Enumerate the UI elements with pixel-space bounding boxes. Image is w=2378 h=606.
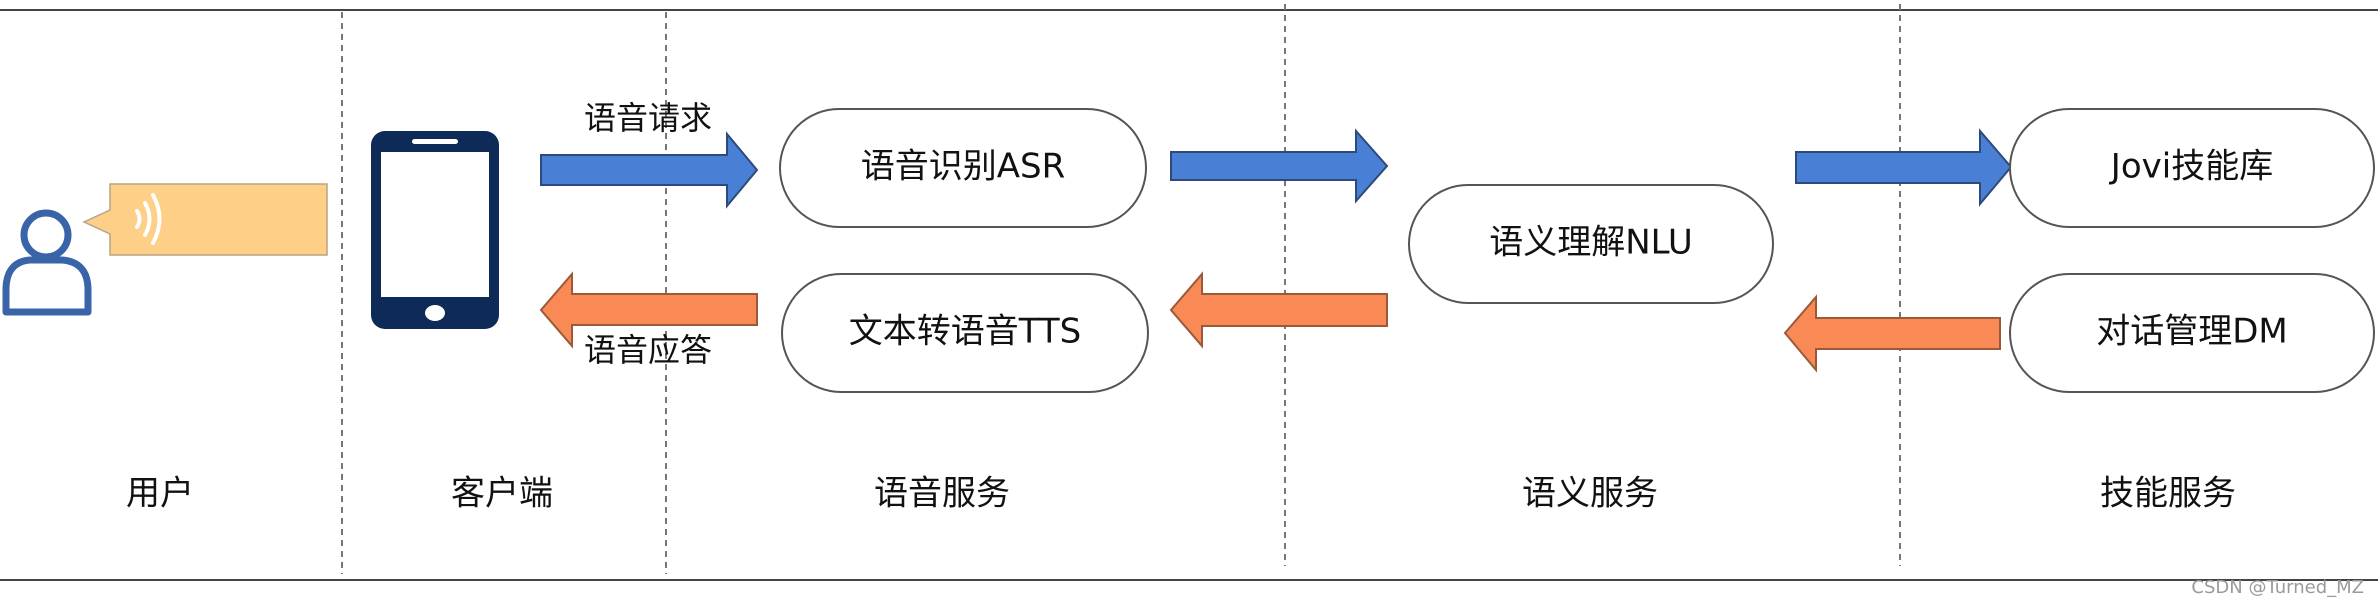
user-icon bbox=[2, 209, 92, 316]
jovi-box bbox=[2009, 108, 2375, 228]
nlu-box bbox=[1408, 184, 1774, 304]
request-label: 语音请求 bbox=[584, 99, 712, 137]
column-semantic-label: 语义服务 bbox=[1522, 474, 1658, 514]
arrow-tts-to-client bbox=[539, 271, 758, 349]
arrow-dm-to-nlu bbox=[1783, 294, 2001, 373]
phone-icon bbox=[371, 131, 499, 329]
jovi-label: Jovi技能库 bbox=[2109, 147, 2273, 187]
forward-arrows bbox=[540, 128, 2013, 209]
column-skill-label: 技能服务 bbox=[2100, 474, 2236, 514]
backward-arrows bbox=[539, 271, 2001, 373]
arrow-nlu-to-tts bbox=[1169, 271, 1388, 349]
column-speech-label: 语音服务 bbox=[874, 474, 1010, 514]
tts-box bbox=[781, 273, 1149, 393]
column-user-label: 用户 bbox=[126, 474, 194, 514]
dm-label: 对话管理DM bbox=[2096, 312, 2288, 352]
arrow-client-to-asr bbox=[540, 131, 759, 209]
response-label: 语音应答 bbox=[584, 331, 712, 369]
sound-wave-icon bbox=[135, 193, 162, 245]
tts-label: 文本转语音TTS bbox=[849, 312, 1082, 352]
asr-box bbox=[779, 108, 1147, 228]
arrow-nlu-to-jovi bbox=[1795, 128, 2013, 207]
dm-box bbox=[2009, 273, 2375, 393]
speech-bubble-icon bbox=[82, 183, 328, 256]
nlu-label: 语义理解NLU bbox=[1489, 223, 1693, 263]
arrow-asr-to-nlu bbox=[1170, 128, 1389, 204]
asr-label: 语音识别ASR bbox=[861, 147, 1065, 187]
watermark: CSDN @Turned_MZ bbox=[2191, 577, 2364, 598]
service-boxes bbox=[779, 108, 2375, 393]
column-client-label: 客户端 bbox=[451, 474, 553, 514]
